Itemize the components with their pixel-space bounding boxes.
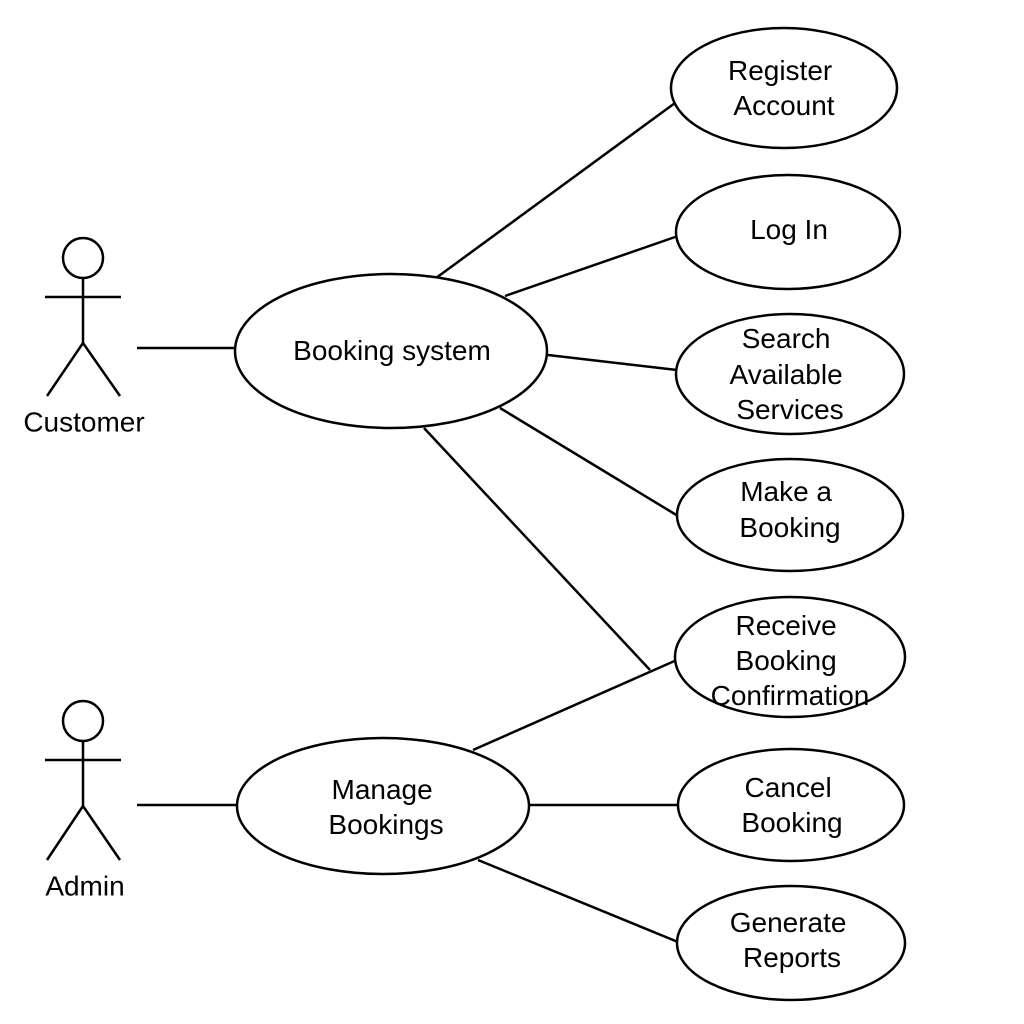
use-case-generate-reports: Generate Reports xyxy=(675,884,907,1002)
actor-left-leg xyxy=(45,805,85,861)
use-case-ellipse xyxy=(675,457,905,573)
use-case-ellipse xyxy=(675,884,907,1002)
label-line: Services xyxy=(736,394,843,425)
actor-customer: Customer xyxy=(23,236,145,437)
assoc-manage-bookings-generate-reports xyxy=(477,858,679,944)
use-case-label: Receive Booking Confirmation xyxy=(711,610,870,711)
actor-right-leg xyxy=(81,805,122,861)
label-line: Generate xyxy=(730,907,847,938)
use-case-label: Generate Reports xyxy=(730,907,855,973)
use-case-label: Manage Bookings xyxy=(328,774,443,840)
assoc-booking-system-make-booking xyxy=(499,406,679,518)
label-line: Bookings xyxy=(328,809,443,840)
use-case-label: Cancel Booking xyxy=(741,772,842,838)
associations xyxy=(137,101,680,944)
use-case-label: Log In xyxy=(750,214,828,245)
label-line: Confirmation xyxy=(711,680,870,711)
use-case-ellipse xyxy=(673,595,907,719)
use-case-ellipse xyxy=(233,272,549,430)
use-case-manage-bookings: Manage Bookings xyxy=(235,736,531,876)
use-case-log-in: Log In xyxy=(674,173,902,291)
assoc-booking-system-receive-confirmation xyxy=(423,427,651,671)
assoc-manage-bookings-receive-confirmation xyxy=(472,657,680,752)
label-line: Cancel xyxy=(745,772,832,803)
assoc-booking-system-search-services xyxy=(547,353,678,372)
label-line: Log In xyxy=(750,214,828,245)
use-case-ellipse xyxy=(674,312,906,436)
use-case-label: Register Account xyxy=(728,55,840,121)
actor-left-leg xyxy=(45,342,85,397)
use-case-ellipse xyxy=(235,736,531,876)
actor-head xyxy=(61,236,105,280)
use-case-label: Booking system xyxy=(293,335,491,366)
label-line: Make a xyxy=(740,476,832,507)
label-line: Booking xyxy=(736,645,837,676)
use-case-ellipse xyxy=(676,747,906,863)
actor-right-leg xyxy=(81,342,122,397)
use-case-ellipse xyxy=(669,26,899,150)
label-line: Booking xyxy=(739,512,840,543)
use-case-cancel-booking: Cancel Booking xyxy=(676,747,906,863)
actor-head xyxy=(61,699,105,743)
label-line: Search xyxy=(742,323,831,354)
use-case-make-booking: Make a Booking xyxy=(675,457,905,573)
label-line: Reports xyxy=(743,942,841,973)
label-line: Account xyxy=(733,90,834,121)
use-case-receive-confirmation: Receive Booking Confirmation xyxy=(673,595,907,719)
actor-customer-label: Customer xyxy=(23,406,144,437)
assoc-booking-system-log-in xyxy=(504,234,679,298)
use-case-register-account: Register Account xyxy=(669,26,899,150)
label-line: Booking system xyxy=(293,335,491,366)
assoc-booking-system-register-account xyxy=(435,101,676,280)
label-line: Available xyxy=(730,359,843,390)
use-case-ellipse xyxy=(674,173,902,291)
use-case-search-services: Search Available Services xyxy=(674,312,906,436)
label-line: Register xyxy=(728,55,832,86)
actor-admin-label: Admin xyxy=(45,870,124,901)
label-line: Receive xyxy=(736,610,837,641)
use-case-label: Search Available Services xyxy=(730,323,851,425)
label-line: Booking xyxy=(741,807,842,838)
label-line: Manage xyxy=(332,774,433,805)
use-case-booking-system: Booking system xyxy=(233,272,549,430)
actor-admin: Admin xyxy=(45,699,125,901)
use-case-label: Make a Booking xyxy=(739,476,840,543)
